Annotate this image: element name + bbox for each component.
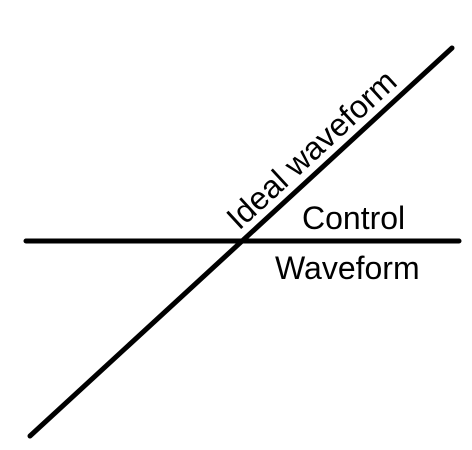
ideal-waveform-line xyxy=(27,45,455,439)
control-label: Control xyxy=(302,200,405,236)
waveform-label: Waveform xyxy=(275,250,420,286)
